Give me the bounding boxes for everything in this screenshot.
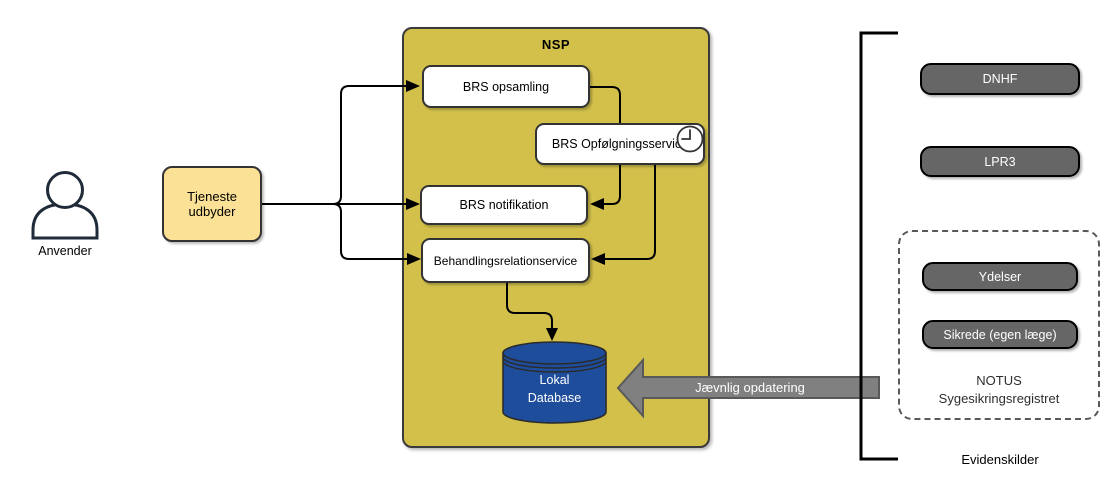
node-brs-notifikation-label: BRS notifikation bbox=[459, 198, 549, 212]
evidence-bracket bbox=[859, 31, 898, 461]
node-behandlingsrelationservice: Behandlingsrelationservice bbox=[421, 238, 590, 283]
database-label: Lokal Database bbox=[527, 373, 582, 405]
provider-label: Tjeneste udbyder bbox=[187, 189, 237, 219]
nsp-title: NSP bbox=[541, 37, 571, 52]
evidence-bracket-label: Evidenskilder bbox=[961, 452, 1039, 467]
node-brs-opsamling-label: BRS opsamling bbox=[462, 79, 550, 94]
node-brs-opfolgningsservice: BRS Opfølgningsservice bbox=[535, 123, 705, 165]
node-brs-opsamling: BRS opsamling bbox=[422, 65, 590, 108]
flow-provider-to-services bbox=[262, 80, 421, 265]
provider-box: Tjeneste udbyder bbox=[162, 166, 262, 242]
update-arrow-label: Jævnlig opdatering bbox=[695, 380, 805, 395]
source-ydelser-label: Ydelser bbox=[978, 269, 1022, 284]
notus-group bbox=[898, 230, 1100, 420]
notus-caption: NOTUS Sygesikringsregistret bbox=[938, 373, 1060, 406]
node-behandlingsrelationservice-label: Behandlingsrelationservice bbox=[433, 253, 578, 268]
source-lpr3-label: LPR3 bbox=[984, 154, 1016, 169]
source-ydelser: Ydelser bbox=[922, 262, 1078, 291]
source-dnhf-label: DNHF bbox=[982, 72, 1018, 86]
source-sikrede-label: Sikrede (egen læge) bbox=[943, 327, 1057, 342]
actor-label: Anvender bbox=[38, 244, 92, 258]
node-brs-notifikation: BRS notifikation bbox=[420, 185, 588, 225]
source-lpr3: LPR3 bbox=[920, 146, 1080, 177]
user-icon bbox=[31, 171, 99, 240]
node-brs-opfolgningsservice-label: BRS Opfølgningsservice bbox=[551, 137, 689, 151]
source-sikrede: Sikrede (egen læge) bbox=[922, 320, 1078, 349]
source-dnhf: DNHF bbox=[920, 63, 1080, 95]
